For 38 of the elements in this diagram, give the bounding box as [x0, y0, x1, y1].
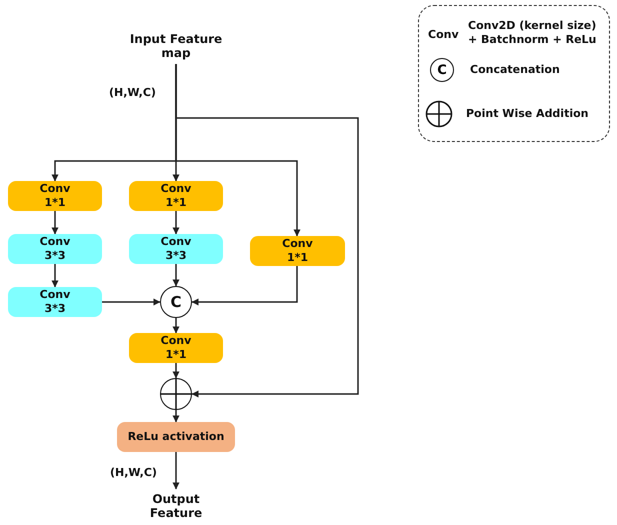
legend-text: Point Wise Addition	[466, 107, 588, 121]
node-text: C	[170, 295, 182, 309]
process-box	[250, 236, 345, 266]
shape-label: (H,W,C)	[110, 466, 157, 479]
shape-label: (H,W,C)	[109, 86, 156, 99]
node-text: Conv 1*1	[160, 334, 192, 362]
legend-sample-text: Conv	[428, 28, 459, 41]
process-box	[8, 181, 102, 211]
process-box	[117, 422, 235, 452]
node-text: Conv 3*3	[38, 235, 72, 263]
node-text: Conv 3*3	[160, 235, 192, 263]
node-text: Input Feature map	[128, 32, 224, 60]
concatenation-circle	[160, 286, 192, 318]
process-box	[129, 181, 223, 211]
arrow	[175, 64, 359, 398]
process-box	[129, 234, 223, 264]
node-text: Conv 1*1	[160, 182, 192, 210]
arrow	[172, 410, 180, 422]
arrow	[172, 264, 180, 286]
arrow	[52, 211, 58, 234]
process-box	[129, 333, 223, 363]
process-box	[8, 234, 102, 264]
legend-concatenation-symbol: C	[430, 58, 454, 82]
legend-text: Concatenation	[470, 63, 560, 77]
node-text: Output Feature	[148, 492, 204, 520]
arrow	[172, 363, 180, 378]
node-text: Conv 1*1	[281, 237, 314, 265]
arrow	[192, 266, 298, 306]
node-text: Conv 3*3	[38, 288, 72, 316]
legend-text: Conv2D (kernel size) + Batchnorm + ReLu	[468, 19, 598, 47]
node-text: Conv 1*1	[38, 182, 72, 210]
arrow	[102, 298, 160, 306]
node-text: ReLu activation	[128, 430, 224, 444]
arrow	[172, 211, 180, 234]
arrow	[172, 318, 180, 334]
arrow	[172, 452, 180, 490]
process-box	[8, 287, 102, 317]
arrow	[52, 264, 58, 288]
